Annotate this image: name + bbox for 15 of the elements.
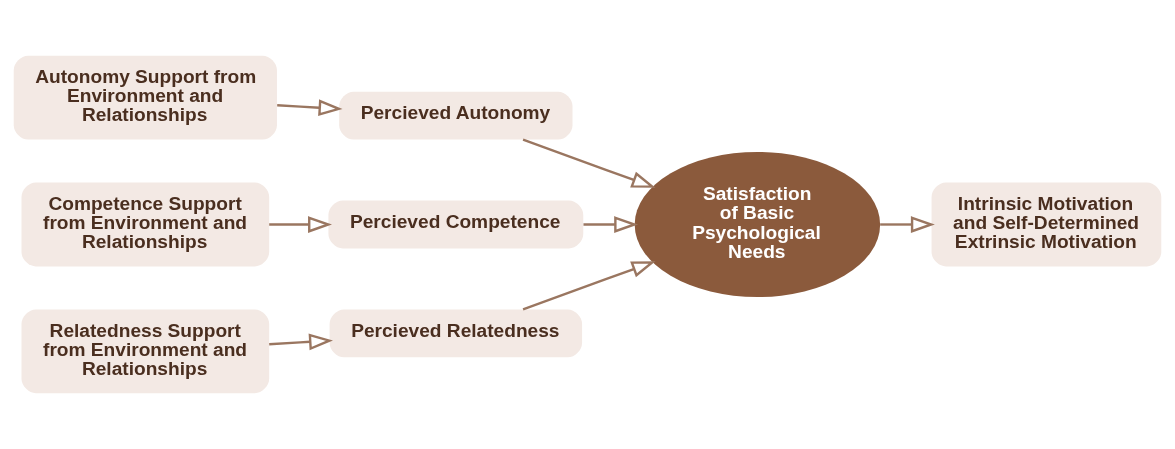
arrow [269, 333, 333, 351]
node-box: Percieved Relatedness [329, 309, 583, 358]
arrow [880, 216, 935, 233]
arrow [522, 138, 656, 188]
node-box: Percieved Autonomy [339, 91, 573, 140]
node-box: Competence Support from Environment and Relationships [21, 182, 270, 267]
arrow [277, 99, 343, 117]
node-box: Autonomy Support from Environment and Relationships [13, 55, 277, 140]
arrow [583, 216, 639, 233]
node-box: Intrinsic Motivation and Self-Determined Extrinsic Motivation [931, 182, 1162, 267]
arrow [269, 216, 332, 233]
node-box: Relatedness Support from Environment and Relationships [21, 309, 270, 394]
node-box: Percieved Competence [328, 200, 584, 249]
arrow [522, 261, 656, 311]
node-ellipse: Satisfaction of Basic Psychological Needs [634, 151, 881, 298]
